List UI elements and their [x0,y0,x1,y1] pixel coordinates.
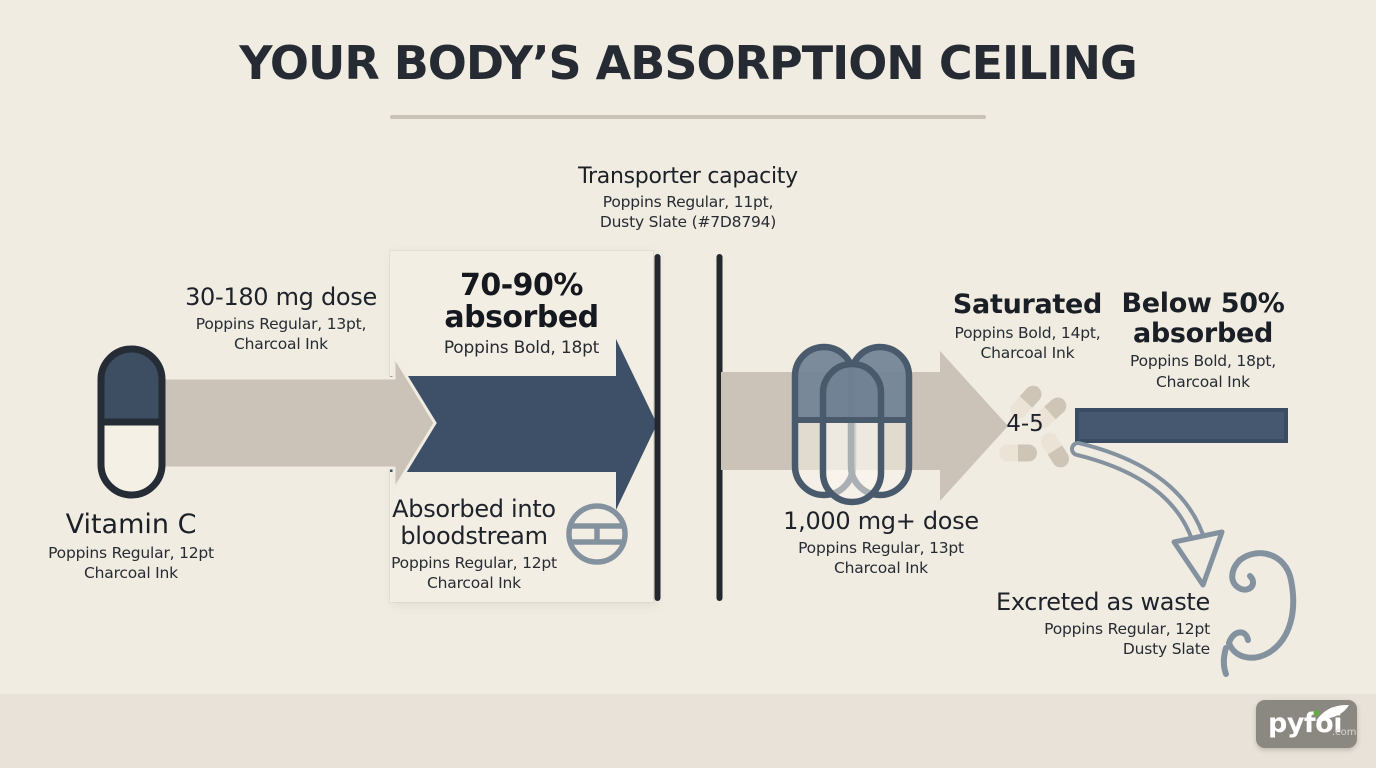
below-50-line2: absorbed [1132,317,1274,349]
saturated-sub1: Poppins Bold, 14pt, [954,323,1101,342]
bloodstream-line1: Absorbed into [392,495,556,523]
title-underline [390,115,986,119]
low-dose-title: 30-180 mg dose [185,283,377,311]
excreted-sub1: Poppins Regular, 12pt [1044,620,1210,638]
pill-count-label: 4-5 [1006,411,1044,437]
bloodstream-sub1: Poppins Regular, 12pt [391,553,557,572]
saturated-title: Saturated [952,289,1103,320]
kidney-icon [1220,550,1297,677]
megadose-sub1: Poppins Regular, 13pt [798,538,964,557]
transporter-sub2: Dusty Slate (#7D8794) [599,213,777,232]
below-50-line1: Below 50% [1121,288,1285,319]
vitamin-c-title: Vitamin C [65,509,197,540]
vitamin-c-sub2: Charcoal Ink [84,564,178,583]
vitamin-c-label: Vitamin C Poppins Regular, 12pt Charcoal… [16,509,246,584]
curved-arrow-icon [1070,441,1225,588]
transporter-title: Transporter capacity [578,164,798,189]
transporter-barrier-icon [654,254,723,601]
megadose-sub2: Charcoal Ink [834,559,928,578]
excreted-label: Excreted as waste Poppins Regular, 12pt … [953,588,1210,660]
vitamin-c-sub1: Poppins Regular, 12pt [48,544,214,562]
below-50-label: Below 50% absorbed Poppins Bold, 18pt, C… [1103,289,1303,392]
absorbed-line2: absorbed [444,300,599,336]
megadose-title: 1,000 mg+ dose [783,507,979,535]
below-50-sub2: Charcoal Ink [1156,372,1250,391]
below-50-sub1: Poppins Bold, 18pt, [1130,352,1276,371]
page-title: YOUR BODY’S ABSORPTION CEILING [239,36,1138,90]
megadose-label: 1,000 mg+ dose Poppins Regular, 13pt Cha… [756,508,1006,579]
pyfoi-logo: pyfoi .com [1256,700,1357,748]
transporter-capacity-label: Transporter capacity Poppins Regular, 11… [513,164,863,233]
excreted-title: Excreted as waste [995,588,1210,616]
transporter-sub1: Poppins Regular, 11pt, [602,193,774,211]
waste-bar-icon [1075,408,1288,443]
absorbed-line1: 70-90% [459,268,584,303]
bloodstream-sub2: Charcoal Ink [427,574,521,593]
logo-tld: .com [1332,727,1357,738]
absorbed-percent-label: 70-90% absorbed Poppins Bold, 18pt [390,268,653,360]
megadose-arrow-icon [721,351,1008,501]
low-dose-sub1: Poppins Regular, 13pt, [195,314,367,333]
bloodstream-line2: bloodstream [400,521,548,550]
saturated-label: Saturated Poppins Bold, 14pt, Charcoal I… [930,290,1125,364]
absorbed-sub: Poppins Bold, 18pt [443,338,600,359]
vitamin-capsule-icon [97,345,166,499]
footer-strip [0,694,1376,768]
leaf-icon [1313,704,1349,721]
low-dose-sub2: Charcoal Ink [234,335,328,354]
megadose-capsules-icon [791,343,913,506]
bloodstream-label: Absorbed into bloodstream Poppins Regula… [368,496,580,594]
saturated-sub2: Charcoal Ink [980,344,1075,363]
low-dose-label: 30-180 mg dose Poppins Regular, 13pt, Ch… [151,284,411,355]
excreted-sub2: Dusty Slate [1122,640,1210,659]
